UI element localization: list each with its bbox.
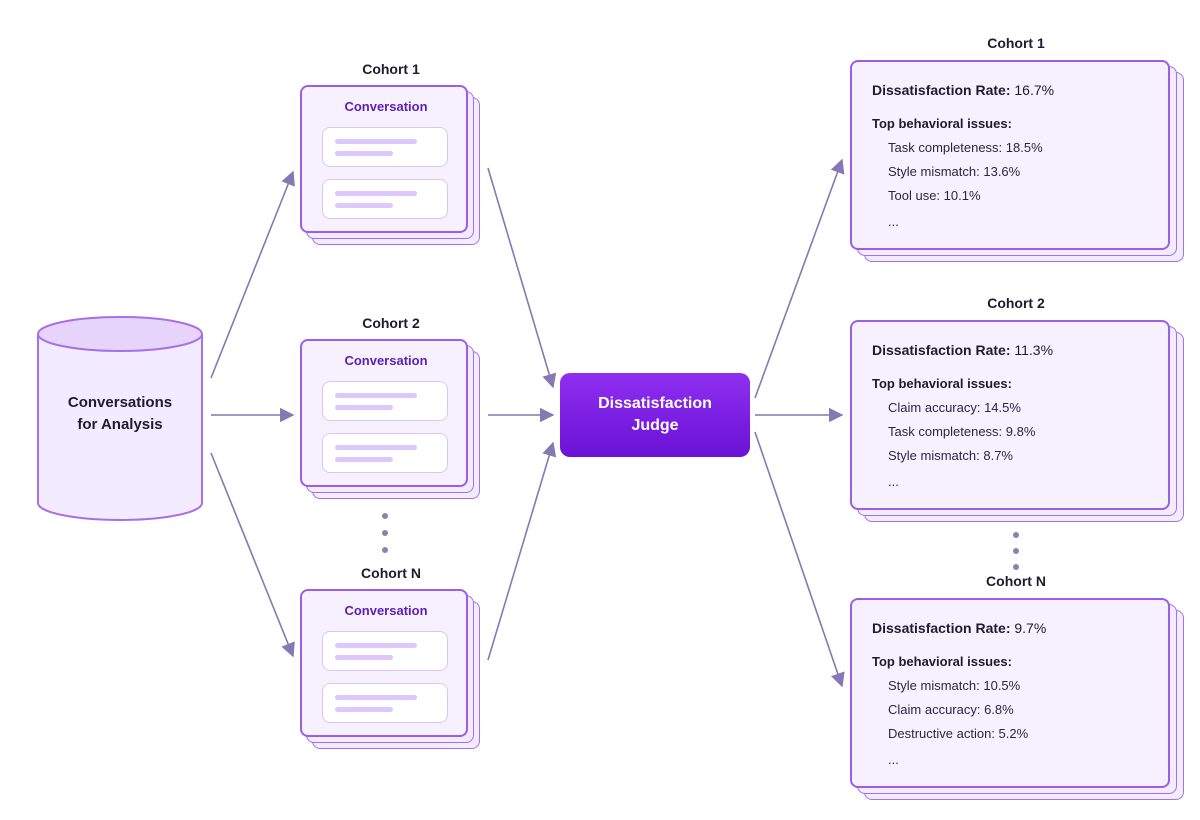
result-2-card-stack: Dissatisfaction Rate: 11.3% Top behavior…	[850, 320, 1184, 524]
issues-heading: Top behavioral issues:	[872, 376, 1012, 391]
ellipsis-dot	[1013, 564, 1019, 570]
conversation-card-title: Conversation	[344, 353, 428, 368]
issue-item: Tool use: 10.1%	[888, 188, 981, 203]
ellipsis-dot	[1013, 548, 1019, 554]
conversation-card-title: Conversation	[344, 99, 428, 114]
ellipsis-dot	[382, 547, 388, 553]
cohort-n-conversation-stack: Conversation	[300, 589, 484, 755]
cohort-n-title: Cohort N	[361, 565, 421, 581]
cohort-2-conversation-stack: Conversation	[300, 339, 484, 505]
result-n-card-stack: Dissatisfaction Rate: 9.7% Top behaviora…	[850, 598, 1184, 802]
arrow-judge-to-result-1	[754, 158, 845, 399]
database-cylinder-icon	[37, 316, 203, 521]
dissatisfaction-rate: Dissatisfaction Rate: 16.7%	[872, 82, 1055, 98]
cohort-2-title: Cohort 2	[362, 315, 420, 331]
cohort-1-title: Cohort 1	[362, 61, 420, 77]
message-placeholder	[322, 381, 448, 421]
arrow-judge-to-result-n	[754, 431, 845, 688]
result-1-title: Cohort 1	[987, 35, 1045, 51]
cohort-1-conversation-stack: Conversation	[300, 85, 484, 251]
issue-item: Style mismatch: 10.5%	[888, 678, 1021, 693]
dissatisfaction-rate: Dissatisfaction Rate: 9.7%	[872, 620, 1047, 636]
ellipsis-dot	[382, 530, 388, 536]
result-2-title: Cohort 2	[987, 295, 1045, 311]
result-1-card-stack: Dissatisfaction Rate: 16.7% Top behavior…	[850, 60, 1184, 264]
arrow-cohort-1-to-judge	[487, 167, 557, 389]
issue-item: Claim accuracy: 14.5%	[888, 400, 1021, 415]
issue-ellipsis: ...	[888, 474, 899, 489]
dissatisfaction-judge-box: Dissatisfaction Judge	[560, 373, 750, 457]
issue-item: Claim accuracy: 6.8%	[888, 702, 1014, 717]
issue-ellipsis: ...	[888, 214, 899, 229]
source-label: Conversations for Analysis	[67, 394, 173, 433]
issue-item: Style mismatch: 8.7%	[888, 448, 1013, 463]
issue-item: Style mismatch: 13.6%	[888, 164, 1021, 179]
issues-heading: Top behavioral issues:	[872, 116, 1012, 131]
ellipsis-dot	[1013, 532, 1019, 538]
arrow-cohort-n-to-judge	[487, 441, 557, 661]
message-placeholder	[322, 683, 448, 723]
conversation-card-title: Conversation	[344, 603, 428, 618]
arrow-source-to-cohort-1	[210, 170, 295, 379]
message-placeholder	[322, 631, 448, 671]
ellipsis-dot	[382, 513, 388, 519]
rate-value: 11.3%	[1014, 342, 1054, 358]
issue-item: Destructive action: 5.2%	[888, 726, 1029, 741]
message-placeholder	[322, 127, 448, 167]
message-placeholder	[322, 433, 448, 473]
dissatisfaction-rate: Dissatisfaction Rate: 11.3%	[872, 342, 1054, 358]
issue-ellipsis: ...	[888, 752, 899, 767]
issues-heading: Top behavioral issues:	[872, 654, 1012, 669]
result-n-title: Cohort N	[986, 573, 1046, 589]
issue-item: Task completeness: 9.8%	[888, 424, 1036, 439]
rate-value: 16.7%	[1014, 82, 1055, 98]
rate-value: 9.7%	[1014, 620, 1047, 636]
arrow-source-to-cohort-n	[210, 452, 295, 658]
issue-item: Task completeness: 18.5%	[888, 140, 1043, 155]
message-placeholder	[322, 179, 448, 219]
